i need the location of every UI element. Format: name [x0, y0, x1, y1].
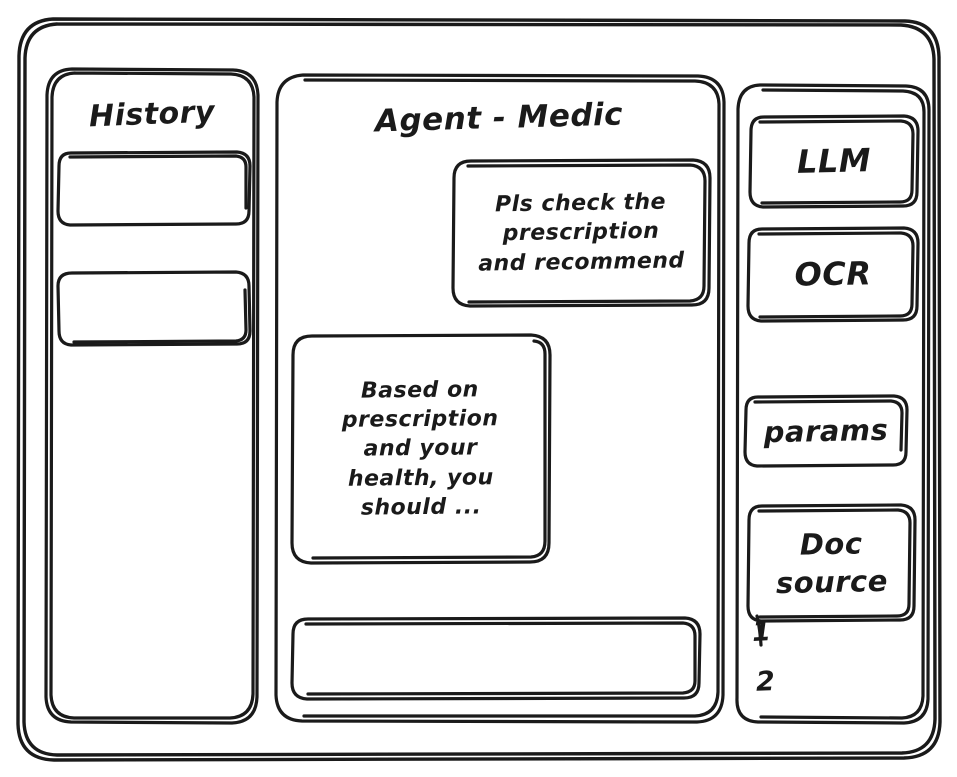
text-line: and recommend: [478, 247, 685, 277]
history-list-item[interactable]: [58, 152, 250, 224]
doc-source-list-item[interactable]: 2: [755, 666, 776, 698]
text-line: source: [775, 563, 889, 601]
tool-button-ocr-label: OCR: [794, 254, 872, 294]
text-line: Based on: [360, 377, 479, 405]
text-line: and your: [363, 435, 478, 463]
history-list-item[interactable]: [58, 272, 250, 344]
history-panel-title: History: [88, 94, 216, 135]
text-line: prescription: [502, 219, 660, 247]
message-composer-input[interactable]: [292, 618, 700, 698]
doc-source-list-item[interactable]: 1: [751, 616, 773, 649]
text-line: prescription: [341, 406, 499, 434]
text-line: Pls check the: [494, 190, 667, 218]
text-line: should ...: [360, 493, 482, 521]
tool-button-params-label: params: [763, 412, 889, 450]
text-line: Doc: [799, 526, 863, 562]
text-line: health, you: [347, 464, 494, 492]
tool-button-llm-label: LLM: [796, 140, 872, 181]
